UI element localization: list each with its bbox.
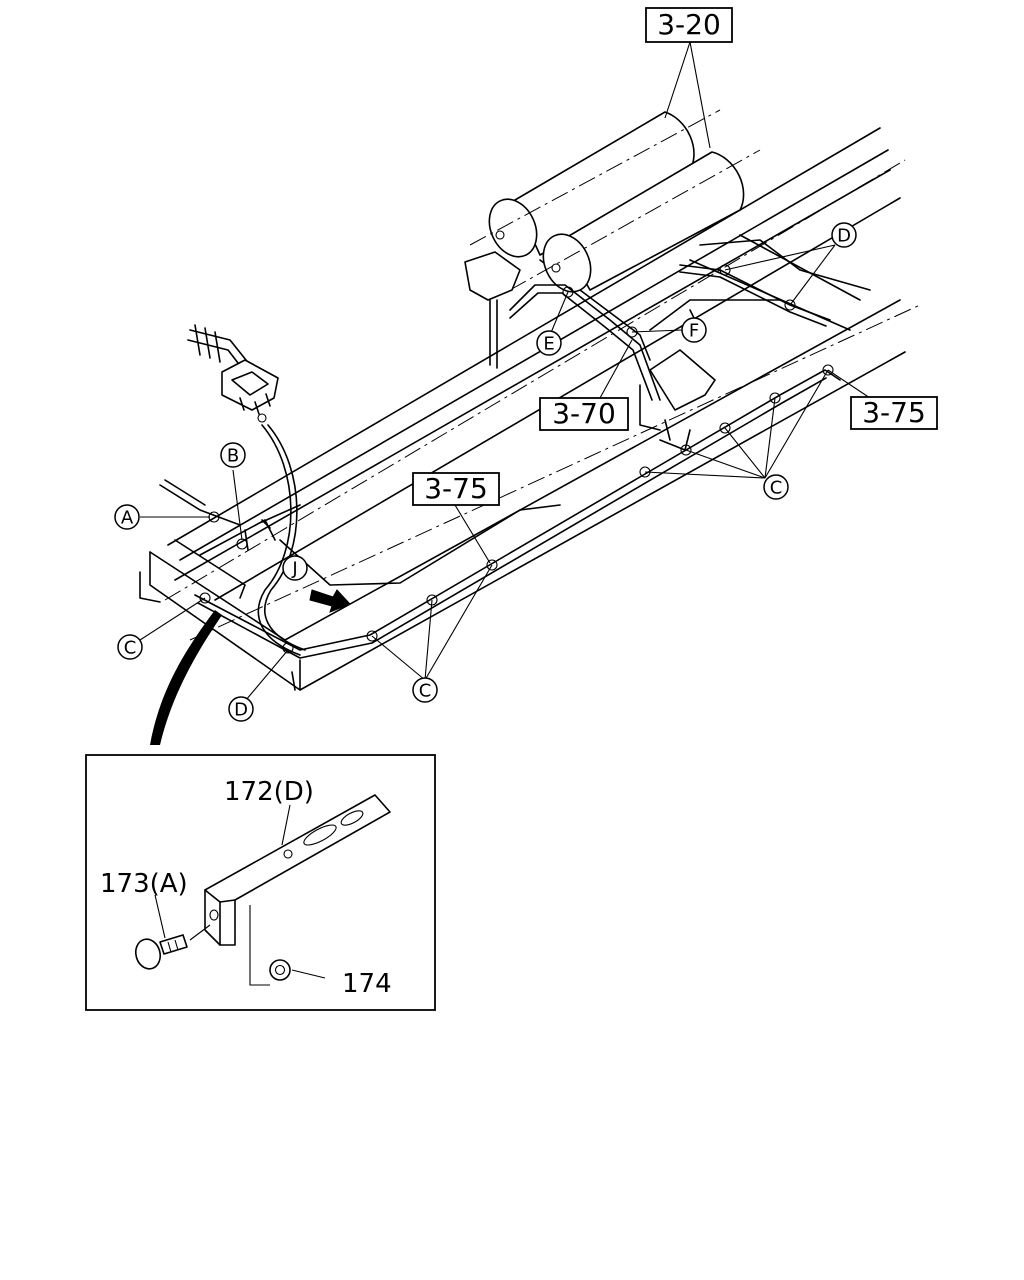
ref-box-lines-center: 3-70 (539, 397, 629, 431)
valve-assembly (187, 324, 279, 423)
brake-pipes (159, 264, 841, 659)
ref-label-3-75-right: 3-75 (862, 396, 926, 429)
bracket-part (204, 794, 391, 946)
air-tanks (464, 109, 761, 369)
callout-label: D (234, 700, 248, 721)
relay-valve (639, 349, 716, 451)
callout-d-bottom: D (228, 696, 254, 722)
bolt-label: 173(A) (100, 869, 188, 899)
ref-box-lines-left: 3-75 (412, 472, 500, 506)
callout-label: C (124, 638, 137, 659)
callout-c-left: C (117, 634, 143, 660)
callout-c-right: C (763, 474, 789, 500)
nut-part (249, 905, 291, 986)
detail-leader (150, 610, 222, 745)
callout-b: B (220, 442, 246, 468)
callout-a: A (114, 504, 140, 530)
ref-label-3-75-left: 3-75 (424, 472, 488, 505)
callout-label: E (543, 334, 554, 355)
bracket-label: 172(D) (224, 777, 314, 807)
callout-label: A (121, 508, 134, 529)
callout-label: C (419, 681, 432, 702)
pipe-clips (199, 264, 834, 654)
callout-e: E (536, 330, 562, 356)
front-arrow-icon (309, 589, 351, 613)
bolt-part (134, 924, 211, 970)
callout-label: C (770, 478, 783, 499)
callout-j: J (282, 555, 308, 581)
nut-label: 174 (342, 969, 392, 999)
callout-label: F (689, 321, 699, 342)
ref-box-lines-right: 3-75 (850, 396, 938, 430)
callout-label: D (837, 226, 851, 247)
callout-d-top: D (831, 222, 857, 248)
ref-label-3-70: 3-70 (552, 397, 616, 430)
detail-panel: 172(D) 173(A) 174 (85, 754, 436, 1011)
chassis-frame (139, 127, 921, 691)
callout-f: F (681, 317, 707, 343)
leader-lines (139, 41, 871, 701)
ref-box-air-tanks: 3-20 (645, 7, 733, 43)
ref-label-3-20: 3-20 (657, 8, 721, 41)
callout-label: B (227, 446, 239, 467)
callout-label: J (291, 559, 297, 580)
callout-c-middle: C (412, 677, 438, 703)
